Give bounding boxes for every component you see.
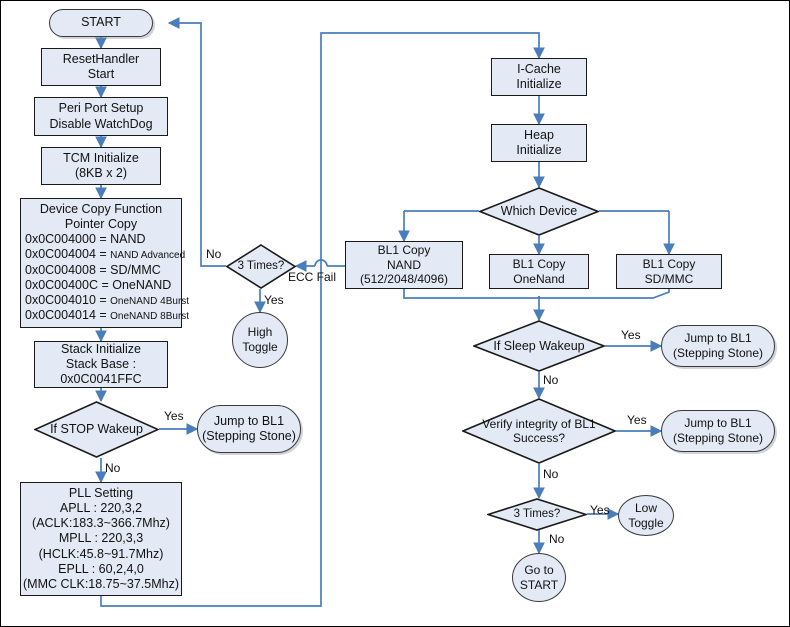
device-copy-value: NAND xyxy=(110,232,146,246)
node-which-device[interactable]: Which Device xyxy=(479,187,599,236)
device-copy-row: 0x0C004000 = NAND xyxy=(21,232,181,247)
node-pll-setting[interactable]: PLL Setting APLL : 220,3,2 (ACLK:183.3~3… xyxy=(20,482,182,596)
edge-label-left3-yes: Yes xyxy=(264,293,284,307)
device-copy-addr: 0x0C004008 = xyxy=(25,262,111,277)
device-copy-row: 0x0C004004 = NAND Advanced xyxy=(21,247,185,262)
edge-label-sleep-no: No xyxy=(543,373,559,387)
node-start[interactable]: START xyxy=(49,9,153,37)
node-heap-initialize[interactable]: Heap Initialize xyxy=(491,124,587,162)
device-copy-value: OneNAND 8Burst xyxy=(110,311,190,323)
device-copy-addr: 0x0C004000 = xyxy=(25,232,111,246)
node-bl1-copy-onenand[interactable]: BL1 Copy OneNand xyxy=(489,254,589,289)
device-copy-addr: 0x0C004014 = xyxy=(25,308,111,323)
node-verify-integrity[interactable]: Verify integrity of BL1 Success? xyxy=(462,398,616,464)
node-jump-bl1-sleep[interactable]: Jump to BL1 (Stepping Stone) xyxy=(661,325,775,367)
edge-label-ecc-fail: ECC Fail xyxy=(288,270,337,284)
device-copy-row: 0x0C004014 = OneNAND 8Burst xyxy=(21,308,189,323)
node-go-to-start[interactable]: Go to START xyxy=(512,553,566,602)
device-copy-header: Device Copy Function Pointer Copy xyxy=(39,202,163,231)
node-if-sleep-wakeup[interactable]: If Sleep Wakeup xyxy=(473,320,605,372)
device-copy-row: 0x0C004008 = SD/MMC xyxy=(21,263,181,278)
device-copy-row: 0x0C004010 = OneNAND 4Burst xyxy=(21,293,189,308)
node-device-copy-function[interactable]: Device Copy Function Pointer Copy 0x0C00… xyxy=(20,198,189,328)
node-jump-bl1-verify[interactable]: Jump to BL1 (Stepping Stone) xyxy=(661,410,775,452)
edge-label-right3-no: No xyxy=(549,532,565,546)
edge-label-right3-yes: Yes xyxy=(590,503,610,517)
edge-label-sleep-yes: Yes xyxy=(621,328,641,342)
device-copy-addr: 0x0C004010 = xyxy=(25,293,111,307)
edge-label-stop-no: No xyxy=(105,461,121,475)
edge-label-verify-yes: Yes xyxy=(627,413,647,427)
node-three-times-left[interactable]: 3 Times? xyxy=(226,244,296,289)
edge-label-left3-no: No xyxy=(206,247,222,261)
edge-label-verify-no: No xyxy=(543,467,559,481)
node-bl1-copy-nand[interactable]: BL1 Copy NAND (512/2048/4096) xyxy=(345,241,463,289)
node-low-toggle[interactable]: Low Toggle xyxy=(618,495,674,536)
node-tcm-initialize[interactable]: TCM Initialize (8KB x 2) xyxy=(41,147,161,185)
edge-label-stop-yes: Yes xyxy=(164,409,184,423)
node-reset-handler[interactable]: ResetHandler Start xyxy=(41,48,161,86)
device-copy-addr: 0x0C00400C = xyxy=(25,277,113,292)
device-copy-value: OneNAND 4Burst xyxy=(110,296,190,307)
device-copy-value: OneNAND xyxy=(112,277,172,292)
node-high-toggle[interactable]: High Toggle xyxy=(232,312,288,368)
node-bl1-copy-sdmmc[interactable]: BL1 Copy SD/MMC xyxy=(616,254,722,289)
device-copy-row: 0x0C00400C = OneNAND xyxy=(21,278,181,293)
device-copy-addr: 0x0C004004 = xyxy=(25,247,111,262)
node-peri-port-setup[interactable]: Peri Port Setup Disable WatchDog xyxy=(34,97,168,136)
node-three-times-right[interactable]: 3 Times? xyxy=(487,498,587,531)
node-if-stop-wakeup[interactable]: If STOP Wakeup xyxy=(34,401,159,458)
node-icache-initialize[interactable]: I-Cache Initialize xyxy=(491,58,587,96)
node-jump-bl1-stop[interactable]: Jump to BL1 (Stepping Stone) xyxy=(197,405,301,453)
device-copy-value: SD/MMC xyxy=(110,262,161,277)
node-stack-initialize[interactable]: Stack Initialize Stack Base : 0x0C0041FF… xyxy=(34,341,168,388)
device-copy-value: NAND Advanced xyxy=(110,250,186,262)
